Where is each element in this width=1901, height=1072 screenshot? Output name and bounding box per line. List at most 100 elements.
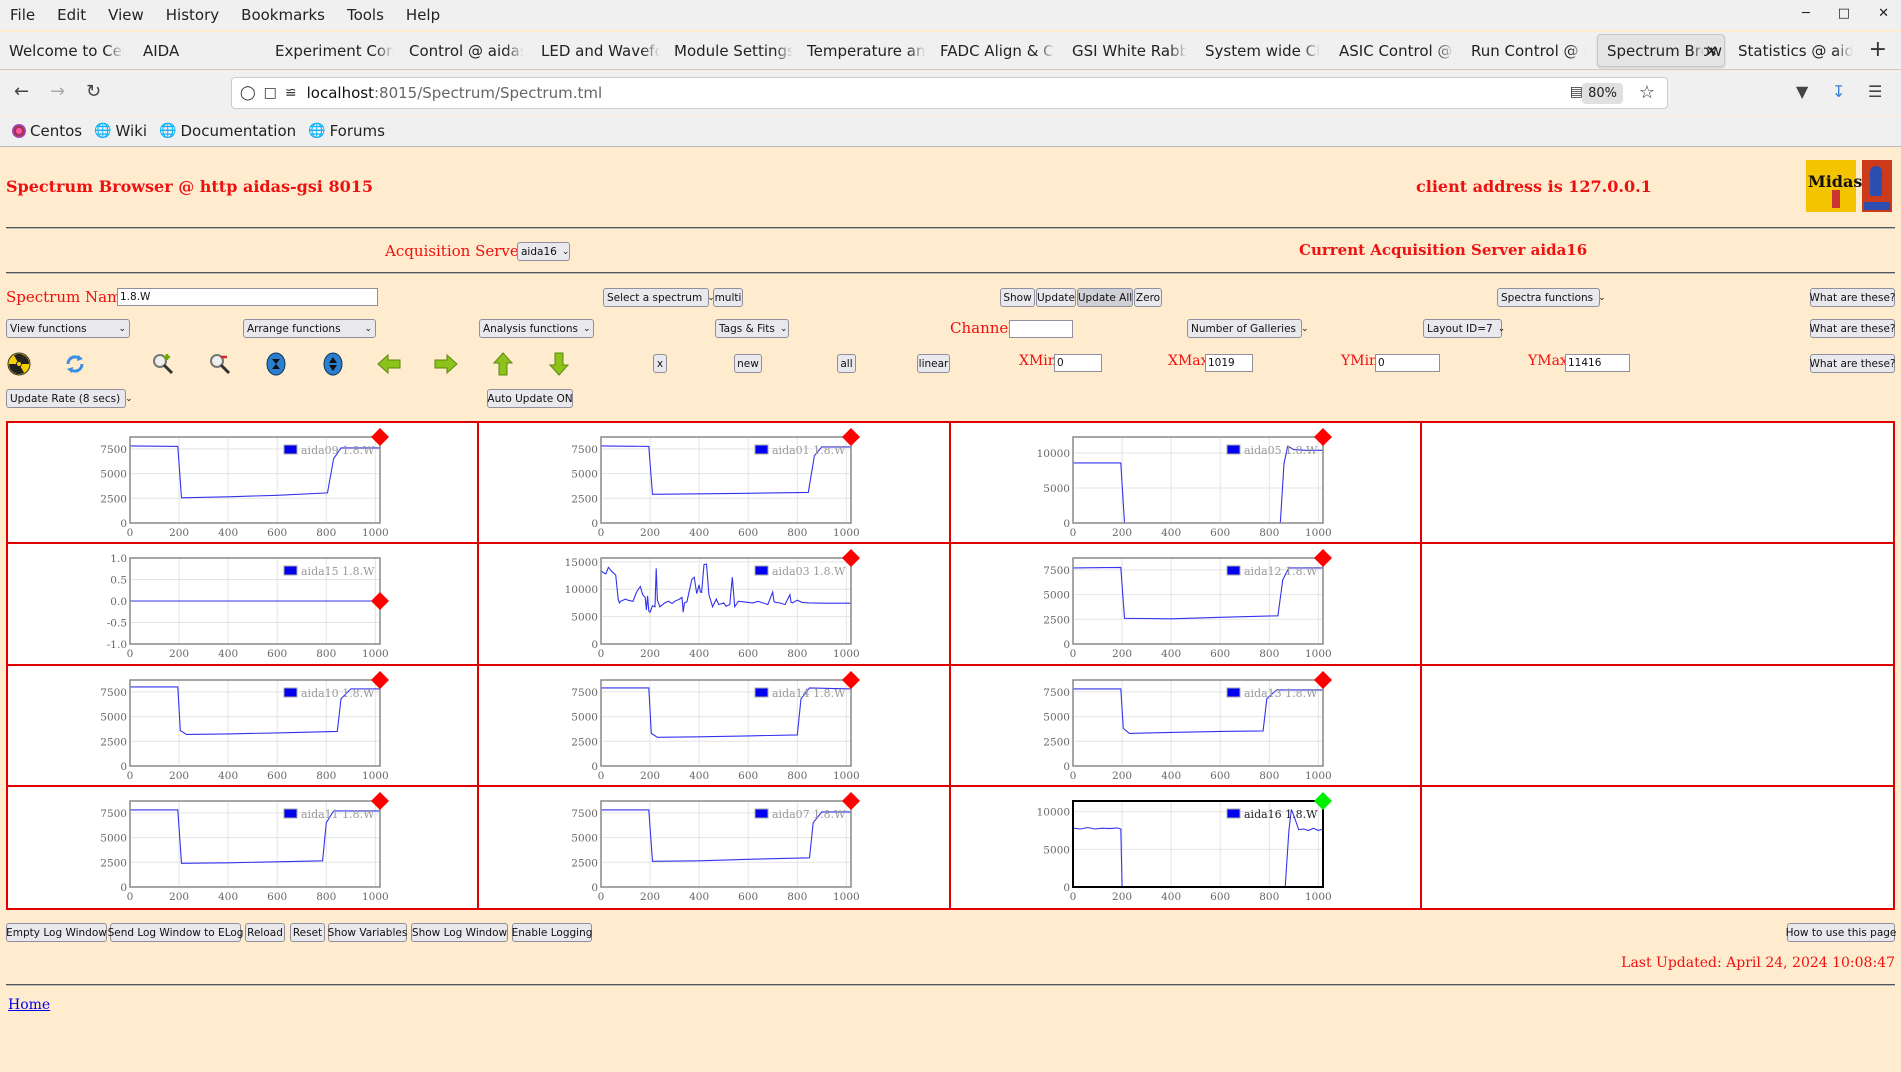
bookmark-wiki[interactable]: 🌐Wiki xyxy=(94,122,148,140)
close-window-icon[interactable]: ✕ xyxy=(1878,6,1889,21)
update-rate-dropdown[interactable]: Update Rate (8 secs)⌄ xyxy=(6,389,133,408)
home-link[interactable]: Home xyxy=(8,997,51,1013)
permissions-icon[interactable]: ≌ xyxy=(284,85,297,101)
bookmark-star-icon[interactable]: ☆ xyxy=(1638,82,1655,103)
tab-11[interactable]: Run Control @ ai xyxy=(1462,34,1586,67)
gallery-cell-empty[interactable] xyxy=(1421,665,1893,787)
minimize-icon[interactable]: ─ xyxy=(1801,6,1810,21)
how-to-use-button[interactable]: How to use this page xyxy=(1786,923,1896,942)
new-button[interactable]: new xyxy=(734,354,762,373)
ymin-input[interactable] xyxy=(1375,354,1440,372)
number-of-galleries-dropdown[interactable]: Number of Galleries⌄ xyxy=(1187,319,1309,338)
send-log-to-elog-button[interactable]: Send Log Window to ELog xyxy=(108,923,243,942)
refresh-icon[interactable] xyxy=(62,351,88,377)
url-bar[interactable]: ◯ □ ≌ localhost:8015/Spectrum/Spectrum.t… xyxy=(231,77,1668,109)
arrow-down-icon[interactable] xyxy=(546,351,572,377)
radiation-icon[interactable] xyxy=(6,351,32,377)
enable-logging-button[interactable]: Enable Logging xyxy=(512,923,592,942)
gallery-cell-empty[interactable] xyxy=(1421,786,1893,908)
arrow-left-icon[interactable] xyxy=(376,351,402,377)
empty-log-window-button[interactable]: Empty Log Window xyxy=(6,923,107,942)
analysis-functions-dropdown[interactable]: Analysis functions⌄ xyxy=(479,319,594,338)
tab-2[interactable]: Experiment Contr xyxy=(266,34,394,67)
bookmark-documentation[interactable]: 🌐Documentation xyxy=(159,122,297,140)
tab-3[interactable]: Control @ aidas- xyxy=(400,34,524,67)
arrange-functions-dropdown[interactable]: Arrange functions⌄ xyxy=(243,319,376,338)
gallery-cell-empty[interactable] xyxy=(1421,423,1893,545)
xmax-input[interactable] xyxy=(1205,354,1253,372)
tab-6[interactable]: Temperature and xyxy=(798,34,926,67)
xmin-input[interactable] xyxy=(1054,354,1102,372)
tab-7[interactable]: FADC Align & Co xyxy=(931,34,1055,67)
zero-button[interactable]: Zero xyxy=(1134,288,1162,307)
pocket-icon[interactable]: ▼ xyxy=(1796,82,1809,101)
menu-edit[interactable]: Edit xyxy=(57,6,87,24)
all-button[interactable]: all xyxy=(837,354,856,373)
channel-input[interactable] xyxy=(1009,320,1073,338)
tab-4[interactable]: LED and Wavefor xyxy=(532,34,660,67)
downloads-icon[interactable]: ↧ xyxy=(1832,82,1846,101)
back-icon[interactable]: ← xyxy=(14,81,30,102)
tab-12[interactable]: Spectrum Brow✕ xyxy=(1597,34,1725,67)
reload-icon[interactable]: ↻ xyxy=(86,81,102,102)
bookmark-forums[interactable]: 🌐Forums xyxy=(308,122,385,140)
auto-update-button[interactable]: Auto Update ON xyxy=(487,389,573,408)
tags-fits-dropdown[interactable]: Tags & Fits⌄ xyxy=(715,319,789,338)
tab-1[interactable]: AIDA xyxy=(134,34,264,67)
reset-button[interactable]: Reset xyxy=(290,923,325,942)
arrow-up-icon[interactable] xyxy=(490,351,516,377)
menu-history[interactable]: History xyxy=(165,6,220,24)
multi-button[interactable]: multi xyxy=(713,288,743,307)
app-menu-icon[interactable]: ☰ xyxy=(1868,82,1883,101)
tab-13[interactable]: Statistics @ aidas xyxy=(1729,34,1853,67)
menu-view[interactable]: View xyxy=(108,6,144,24)
what-are-these-button-1[interactable]: What are these? xyxy=(1810,288,1896,307)
what-are-these-button-2[interactable]: What are these? xyxy=(1810,319,1896,338)
tab-10[interactable]: ASIC Control @ a xyxy=(1330,34,1454,67)
close-tab-icon[interactable]: ✕ xyxy=(1705,41,1718,60)
show-variables-button[interactable]: Show Variables xyxy=(328,923,407,942)
menu-bookmarks[interactable]: Bookmarks xyxy=(241,6,325,24)
reload-button[interactable]: Reload xyxy=(245,923,285,942)
tab-0[interactable]: Welcome to Cent xyxy=(0,34,124,67)
tab-8[interactable]: GSI White Rabbit xyxy=(1063,34,1187,67)
expand-vertical-icon[interactable] xyxy=(263,351,289,377)
maximize-icon[interactable]: □ xyxy=(1837,6,1851,21)
zoom-level-badge[interactable]: 80% xyxy=(1582,83,1623,104)
x-button[interactable]: x xyxy=(653,354,667,373)
spectrum-name-input[interactable] xyxy=(117,288,378,306)
zoom-out-icon[interactable] xyxy=(207,351,233,377)
reader-view-icon[interactable]: ▤ xyxy=(1569,84,1583,100)
what-are-these-button-3[interactable]: What are these? xyxy=(1810,354,1896,373)
forward-icon[interactable]: → xyxy=(50,81,66,102)
linear-button[interactable]: linear xyxy=(917,354,950,373)
